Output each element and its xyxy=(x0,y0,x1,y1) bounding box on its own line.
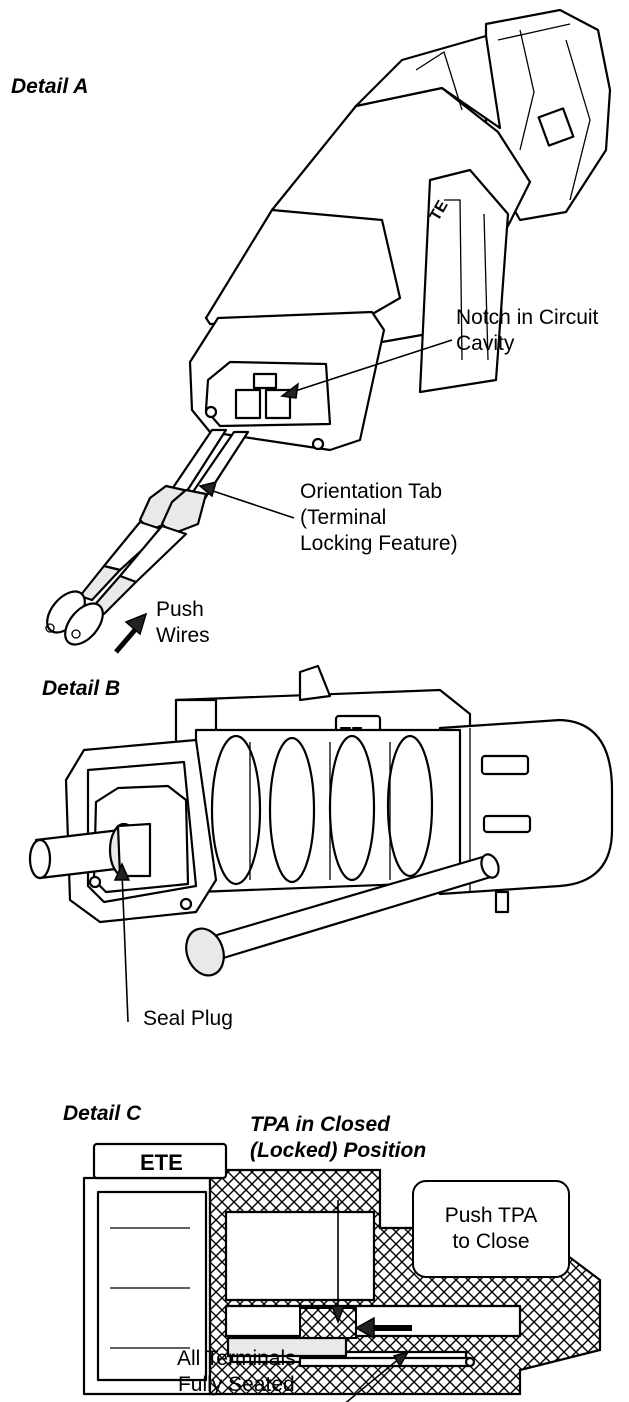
front-face xyxy=(188,208,402,452)
notch-callout-line-1: Notch in Circuit xyxy=(456,306,599,329)
rear-cylinder xyxy=(438,718,614,914)
seal-plug-callout: Seal Plug xyxy=(143,1007,233,1030)
detail-b-title: Detail B xyxy=(42,677,121,700)
push-wires-arrowhead xyxy=(124,612,148,636)
detail-b-panel: TE xyxy=(0,660,629,1100)
push-tpa-callout-line-2: to Close xyxy=(452,1230,530,1253)
orientation-tab-callout-line-2: (Terminal xyxy=(300,506,387,529)
detail-a-connector-drawing: TE xyxy=(45,8,612,654)
terminals-seated-callout-line-1: All Terminals xyxy=(177,1347,296,1370)
svg-text:ETE: ETE xyxy=(140,1150,183,1175)
push-wires-callout-line-1: Push xyxy=(156,598,204,621)
push-wires-callout-line-2: Wires xyxy=(156,624,210,647)
orientation-tab-leader-line xyxy=(209,489,295,519)
tpa-closed-callout-line-1: TPA in Closed xyxy=(250,1113,391,1136)
detail-b-connector-drawing: TE xyxy=(28,664,614,1023)
detail-c-panel: ETE Detail C TPA in Closed (Locked) Posi… xyxy=(0,1100,629,1402)
terminals-seated-callout: All Terminals Fully Seated xyxy=(177,1346,296,1398)
seal-plug xyxy=(28,822,152,880)
detail-c-title: Detail C xyxy=(63,1102,142,1125)
detail-c-section-drawing: ETE xyxy=(82,1142,602,1402)
push-tpa-arrowhead xyxy=(354,1316,375,1340)
notch-leader-line xyxy=(291,339,453,393)
ribbed-section xyxy=(194,728,462,894)
tpa-closed-callout: TPA in Closed (Locked) Position xyxy=(250,1112,426,1164)
orientation-tab-callout-line-3: Locking Feature) xyxy=(300,532,458,555)
notch-callout: Notch in Circuit Cavity xyxy=(456,305,598,357)
terminals-seated-arrowhead xyxy=(392,1350,410,1368)
detail-a-panel: TE xyxy=(0,0,629,660)
te-logo-plate: ETE xyxy=(92,1142,228,1180)
detail-a-title: Detail A xyxy=(11,75,89,98)
push-tpa-callout-box: Push TPA to Close xyxy=(412,1180,570,1278)
push-wires-callout: Push Wires xyxy=(156,597,210,649)
terminals-seated-leader-line xyxy=(345,1357,401,1402)
push-tpa-callout-line-1: Push TPA xyxy=(444,1204,538,1227)
orientation-tab-callout-line-1: Orientation Tab xyxy=(300,480,443,503)
terminals-seated-callout-line-2: Fully Seated xyxy=(177,1373,295,1396)
tpa-closed-callout-line-2: (Locked) Position xyxy=(250,1139,427,1162)
orientation-tab-arrowhead xyxy=(198,480,218,498)
loose-seal-plug xyxy=(185,853,500,977)
orientation-tab-callout: Orientation Tab (Terminal Locking Featur… xyxy=(300,479,458,557)
tpa-closed-arrowhead xyxy=(330,1305,346,1325)
seal-plug-arrowhead xyxy=(113,862,131,881)
seal-plug-leader-line xyxy=(121,871,129,1023)
notch-callout-line-2: Cavity xyxy=(456,332,515,355)
notch-arrowhead xyxy=(280,382,299,399)
